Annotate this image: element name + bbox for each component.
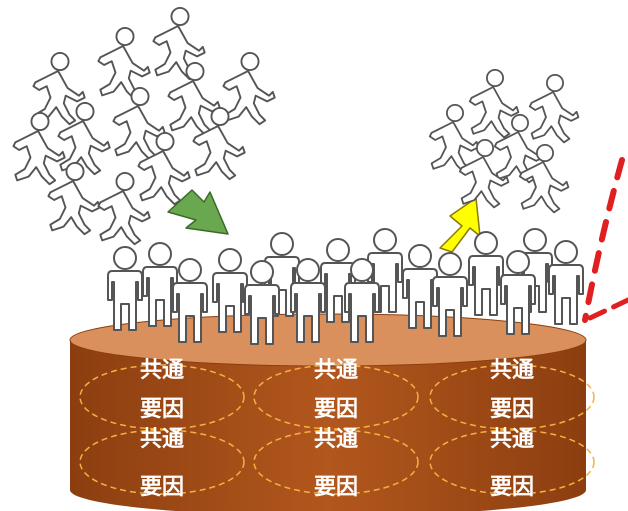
running-person-icon	[468, 69, 520, 139]
factor-label-line2: 要因	[490, 397, 534, 422]
factor-ellipse	[429, 429, 595, 495]
factor-label-line1: 共通	[314, 358, 358, 383]
standing-person-icon	[500, 250, 536, 335]
factor-label-line1: 共通	[140, 427, 184, 452]
incoming-crowd	[12, 6, 276, 246]
running-person-icon	[97, 171, 151, 246]
factor-labels: 共通 要因 共通 要因 共通 要因 共通 要因 共通 要因 共通 要因	[140, 358, 534, 500]
dashed-accent	[582, 157, 628, 323]
factor-label-line1: 共通	[490, 358, 534, 383]
factor-label-line1: 共通	[490, 427, 534, 452]
factor-label-line2: 要因	[140, 397, 184, 422]
factor-label-line2: 要因	[140, 475, 184, 500]
standing-person-icon	[468, 231, 504, 316]
factor-ellipse	[79, 364, 245, 430]
running-person-icon	[12, 111, 66, 186]
running-person-icon	[222, 51, 276, 126]
factor-label-line2: 要因	[314, 397, 358, 422]
factor-ellipse	[79, 429, 245, 495]
factor-label-line1: 共通	[140, 358, 184, 383]
standing-person-icon	[142, 242, 178, 327]
standing-person-icon	[548, 240, 584, 325]
factor-ellipse	[253, 429, 419, 495]
factor-ellipse	[253, 364, 419, 430]
factor-label-line2: 要因	[314, 475, 358, 500]
running-person-icon	[167, 61, 221, 136]
running-person-icon	[528, 74, 580, 144]
arrow-up-right-icon	[439, 197, 481, 253]
factor-ellipses	[79, 364, 595, 495]
running-person-icon	[112, 86, 166, 161]
factor-label-line2: 要因	[490, 475, 534, 500]
running-person-icon	[47, 161, 101, 236]
factor-ellipse	[429, 364, 595, 430]
standing-person-icon	[107, 246, 143, 331]
outgoing-crowd	[428, 69, 580, 214]
factor-label-line1: 共通	[314, 427, 358, 452]
arrow-down-right-icon	[167, 189, 229, 235]
